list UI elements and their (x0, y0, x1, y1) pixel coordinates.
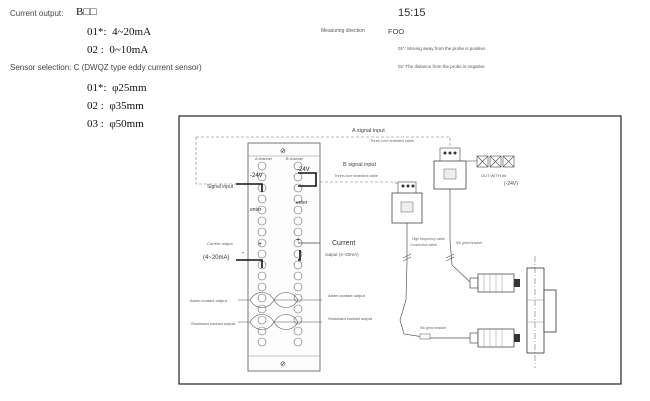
sensor-option-3: 03 : φ50mm (87, 118, 144, 130)
a-transmitter (433, 147, 467, 190)
minus-24v-right-text: -24V (297, 167, 310, 173)
current-label-text: Current (332, 240, 355, 247)
right-sensor-wire (298, 172, 317, 187)
left-cable-bracket-text: 5/6 grind bracket (456, 241, 482, 245)
sensor-option-1-code: 01*: (87, 82, 107, 94)
three-core-cable-top-text: Three-core shielded cable (370, 139, 414, 143)
terminal-screws (257, 161, 303, 347)
plus-sign-left: + (258, 241, 262, 248)
a-cable-down (449, 189, 471, 283)
current-output-small-text: Current output (207, 241, 233, 246)
current-option-2-code: 02 : (87, 44, 104, 56)
model-code: B□□ (76, 6, 97, 18)
measuring-note-1: 01*: Moving away from the probe is posit… (398, 46, 487, 51)
high-frequency-cable-text: High frequency cable (412, 237, 445, 241)
sensor-option-1-value: φ25mm (112, 82, 147, 94)
current-output-wire-left (236, 259, 263, 268)
a-signal-input-text: A signal input (352, 128, 385, 134)
current-output-wire-right (298, 250, 301, 261)
plus-sign-right: + (296, 237, 300, 244)
three-core-cable-mid-text: Three-core shielded cable (334, 174, 378, 178)
sensor-option-3-code: 03 : (87, 118, 104, 130)
b-signal-input-text: B signal input (343, 162, 376, 168)
bottom-cable-bracket-text: 5/6 grind bracket (420, 326, 446, 330)
current-option-2-value: 0~10mA (109, 44, 149, 56)
output-terminal-boxes (476, 155, 515, 168)
shutdown-output-right-text: Shutdown contact output (328, 316, 373, 321)
minus-24v-left-text: -24V (250, 173, 263, 179)
sensor-option-2: 02 : φ35mm (87, 100, 144, 112)
terminal-top-mark: ⊘ (280, 148, 286, 155)
sensor-selection-label: Sensor selection: C (DWQZ type eddy curr… (10, 63, 202, 72)
current-option-1-value: 4~20mA (112, 26, 152, 38)
left-sensor-wire (236, 183, 263, 192)
measuring-direction-value: FOO (388, 27, 405, 36)
current-option-1-code: 01*: (87, 26, 107, 38)
current-output-label: Current output: (10, 9, 64, 18)
time-display: 15:15 (398, 7, 426, 19)
sensor-option-1: 01*: φ25mm (87, 82, 147, 94)
current-range-left-text: (4~20mA) (203, 255, 230, 261)
connection-cable-text: Connection cable (410, 243, 437, 247)
sensor-option-2-value: φ35mm (109, 100, 144, 112)
minus-sign-left: - (242, 250, 245, 257)
b-channel-text: B channel (286, 157, 303, 161)
enter-left-text: enter (250, 207, 262, 213)
alarm-contact-lines (238, 292, 322, 330)
diagram-frame (178, 115, 622, 385)
a-signal-left-drop (195, 137, 248, 185)
probe-b (469, 328, 520, 348)
enter-right-text: enter (296, 200, 308, 206)
shutdown-output-left-text: Shutdown contact output (191, 321, 236, 326)
sensor-option-2-code: 02 : (87, 100, 104, 112)
terminal-bottom-mark: ⊘ (280, 361, 286, 368)
alarm-output-left-text: Alarm contact output (190, 298, 228, 303)
probe-a (469, 273, 520, 293)
measuring-note-2: 02: The distance from the probe is negat… (398, 64, 486, 69)
out-voltage-text: (-24V) (504, 181, 518, 187)
out-with-text: OUT WITH ## (481, 173, 507, 178)
current-option-1: 01*: 4~20mA (87, 26, 151, 38)
current-option-2: 02 : 0~10mA (87, 44, 148, 56)
alarm-output-right-text: Alarm contact output (328, 293, 366, 298)
measuring-direction-label: Measuring direction (321, 28, 365, 34)
target-shaft (526, 256, 557, 368)
b-signal-dashed-line (320, 181, 409, 193)
a-signal-dashed-line (196, 136, 451, 148)
b-transmitter (391, 181, 423, 224)
signal-input-text: Signal input (207, 184, 234, 190)
cable-break-1 (402, 253, 412, 262)
current-output-range-text: output (4~20mA) (325, 252, 359, 257)
a-channel-text: A channel (255, 157, 272, 161)
cable-break-2 (445, 253, 455, 262)
sensor-option-3-value: φ50mm (109, 118, 144, 130)
